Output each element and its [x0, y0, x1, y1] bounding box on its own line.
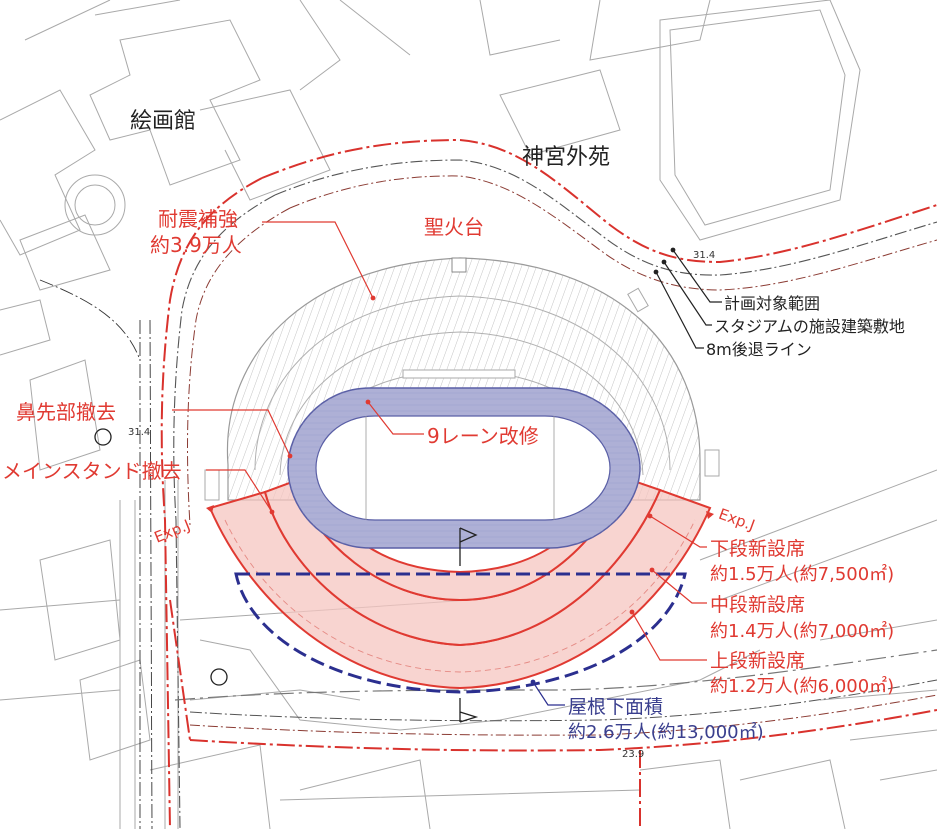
- section-markers: [459, 527, 479, 723]
- exp-j-left-label: Exp.J: [152, 516, 193, 547]
- track-renovation-label: 9レーン改修: [427, 424, 539, 448]
- elevation-bottom: 23.9: [622, 749, 644, 760]
- legend-plan-area: 計画対象範囲: [724, 294, 820, 313]
- setback-line: [289, 175, 937, 291]
- roof-outline: [234, 572, 687, 694]
- roof-title: 屋根下面積: [568, 696, 663, 718]
- running-track: [287, 387, 641, 549]
- cauldron-label: 聖火台: [424, 215, 484, 239]
- exp-j-right-label: Exp.J: [716, 505, 757, 535]
- middle-tier-title: 中段新設席: [710, 594, 805, 616]
- place-kaigakan: 絵画館: [130, 109, 196, 134]
- place-jingu-gaien: 神宮外苑: [522, 145, 610, 170]
- lower-tier-title: 下段新設席: [710, 538, 805, 560]
- new-tiers: [208, 470, 712, 690]
- leader-lines: [172, 221, 722, 706]
- legend-setback-line: 8m後退ライン: [706, 340, 812, 359]
- stadium-site-line: [274, 159, 937, 276]
- seismic-count: 約3.9万人: [150, 233, 242, 257]
- exp-j-left-arrow: [206, 505, 214, 513]
- labels: 絵画館 神宮外苑 耐震補強 約3.9万人 聖火台 鼻先部撤去 メインスタンド撤去…: [2, 109, 905, 760]
- elevation-top-right: 31.4: [693, 250, 715, 261]
- nose-removal-label: 鼻先部撤去: [16, 400, 116, 424]
- seismic-title: 耐震補強: [158, 207, 238, 231]
- middle-tier-count: 約1.4万人(約7,000㎡): [710, 620, 894, 642]
- upper-tier-count: 約1.2万人(約6,000㎡): [710, 675, 894, 697]
- upper-tier-title: 上段新設席: [710, 650, 805, 672]
- elevation-left: 31.4: [128, 427, 150, 438]
- boundary-lines: [39, 138, 937, 829]
- exp-j-right-arrow: [706, 511, 714, 519]
- lower-tier-count: 約1.5万人(約7,500㎡): [710, 563, 894, 585]
- legend-stadium-site: スタジアムの施設建築敷地: [714, 317, 905, 336]
- roof-count: 約2.6万人(約13,000㎡): [568, 721, 764, 743]
- main-stand-removal-label: メインスタンド撤去: [2, 459, 182, 483]
- plan-area-line: [261, 138, 937, 264]
